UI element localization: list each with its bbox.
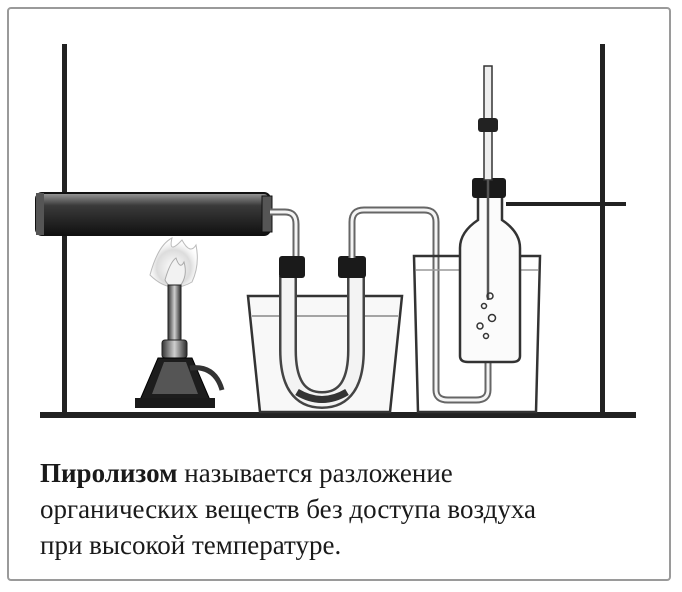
right-stand-rod <box>600 44 605 414</box>
right-stand-clamp-arm <box>506 202 626 206</box>
connecting-tube-1 <box>270 208 300 262</box>
u-tube <box>279 276 365 410</box>
caption-line2: органических веществ без доступа воздуха <box>40 494 537 524</box>
gas-collecting-flask <box>458 65 522 364</box>
u-tube-stopper-left <box>279 256 305 278</box>
burner-flame <box>149 237 198 288</box>
figure-frame <box>7 7 671 581</box>
bench <box>40 412 636 418</box>
gas-burner <box>135 284 225 408</box>
caption: Пиролизом называется разложение органиче… <box>40 455 640 563</box>
caption-line1: называется разложение <box>177 458 453 488</box>
u-tube-stopper-right <box>338 256 366 278</box>
heated-tube <box>35 192 273 236</box>
caption-line3: при высокой температуре. <box>40 530 342 560</box>
caption-term: Пиролизом <box>40 458 178 488</box>
